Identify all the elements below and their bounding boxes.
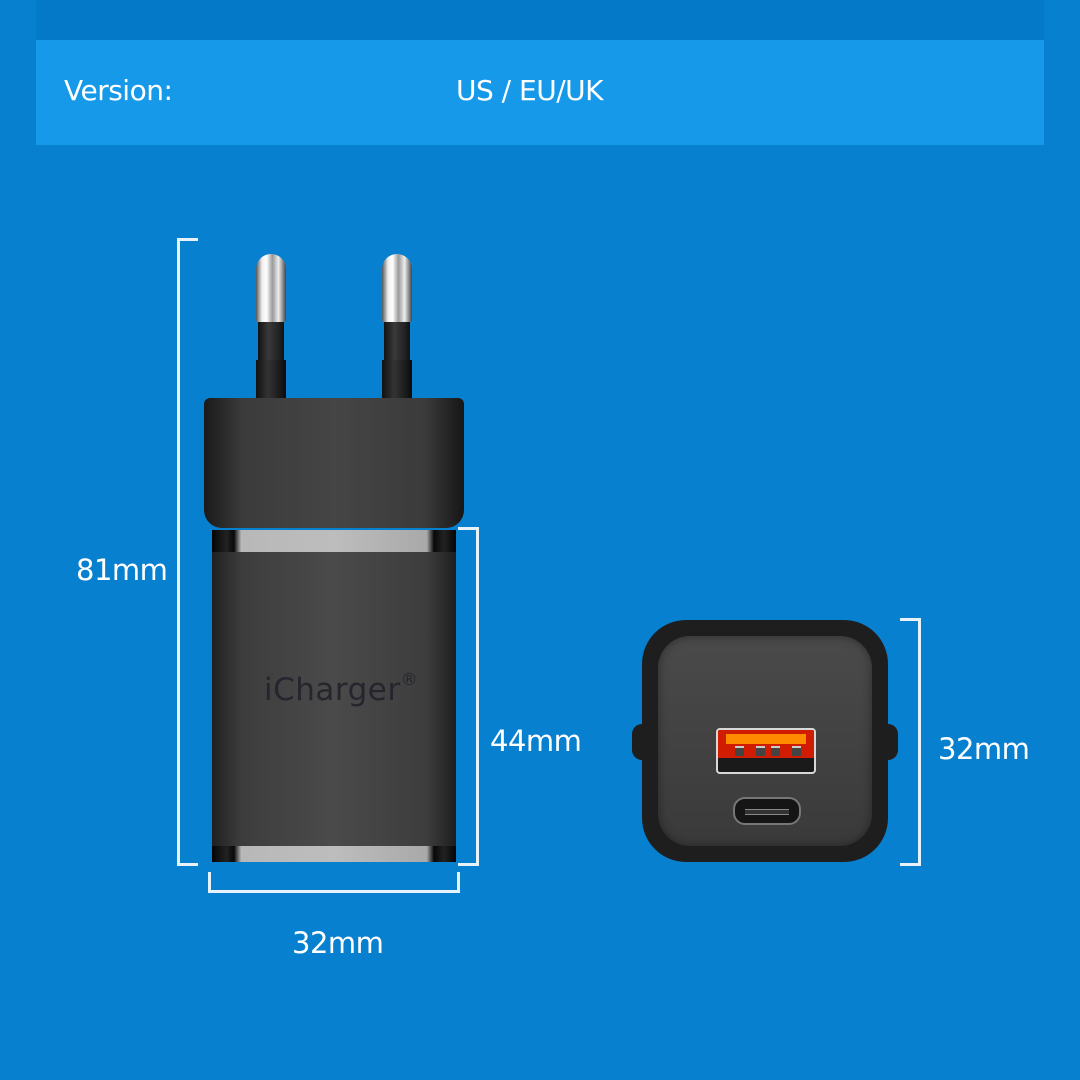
charger-head: [204, 398, 464, 528]
charger-band-bottom: [212, 846, 456, 862]
version-value: US / EU/UK: [456, 74, 603, 107]
usb-c-port: [733, 797, 801, 825]
dim-front-height: 32mm: [938, 732, 1030, 766]
dim-width: 32mm: [292, 926, 384, 960]
height-bracket-44mm: [458, 527, 479, 866]
plug-pin-right: [382, 254, 412, 402]
width-bracket-32mm: [208, 872, 460, 893]
dim-body-height: 44mm: [490, 724, 582, 758]
top-strip: [36, 0, 1044, 40]
dim-total-height: 81mm: [76, 553, 168, 587]
height-bracket-front-32mm: [900, 618, 921, 866]
brand-logo: iCharger®: [264, 670, 419, 708]
version-label: Version:: [64, 74, 173, 107]
height-bracket-81mm: [177, 238, 198, 866]
plug-pin-left: [256, 254, 286, 402]
charger-band-top: [212, 530, 456, 552]
usb-a-port: [716, 728, 816, 774]
version-bar: Version: US / EU/UK: [36, 40, 1044, 145]
charger-body: [212, 552, 456, 848]
